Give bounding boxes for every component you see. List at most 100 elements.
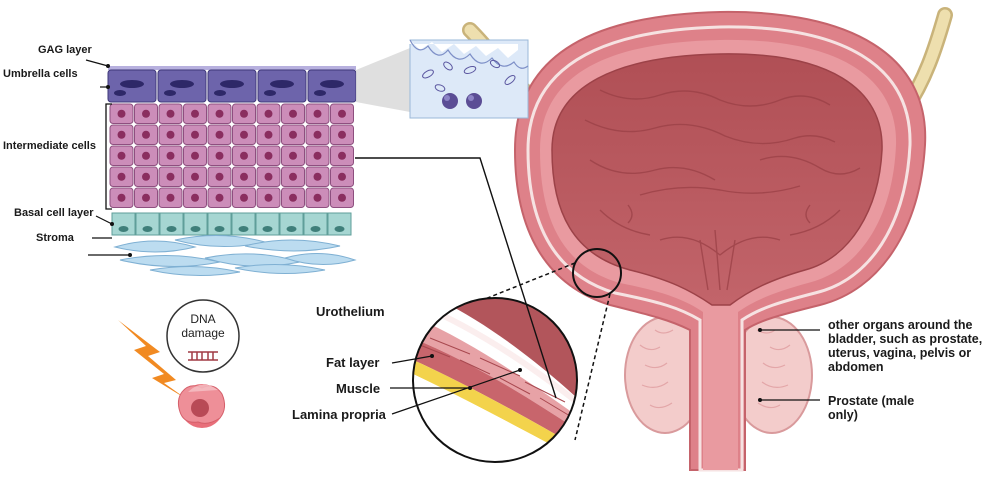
basal-cell-nucleus — [262, 226, 273, 232]
intermediate-cell-nucleus — [264, 172, 273, 181]
basal-cell-nucleus — [190, 226, 201, 232]
intermediate-cell-nucleus — [142, 172, 150, 181]
intermediate-cell-nucleus — [338, 193, 346, 202]
intermediate-cell-nucleus — [215, 109, 224, 118]
basal-cell-nucleus — [214, 226, 225, 232]
basal-cell-nucleus — [118, 226, 129, 232]
label-other-organs-line-4: abdomen — [828, 360, 884, 374]
intermediate-cell-nucleus — [338, 151, 346, 160]
intermediate-cell-nucleus — [215, 172, 224, 181]
intermediate-cell-nucleus — [338, 130, 346, 139]
callout-lines — [355, 157, 557, 399]
basal-cell-nucleus — [166, 226, 177, 232]
intermediate-cell-nucleus — [117, 151, 126, 160]
intermediate-cell-nucleus — [289, 193, 297, 202]
label-other-organs-line-1: other organs around the — [828, 318, 973, 332]
label-fat-layer: Fat layer — [326, 355, 380, 370]
intermediate-cell-nucleus — [142, 193, 150, 202]
intermediate-cell-nucleus — [289, 130, 297, 139]
basal-cell-nucleus — [142, 226, 153, 232]
label-dna-damage: DNA damage — [178, 312, 228, 340]
basal-cell-nucleus — [334, 226, 345, 232]
basal-cell-nucleus — [310, 226, 321, 232]
label-prostate: Prostate (male only) — [828, 394, 914, 422]
intermediate-cell-nucleus — [289, 172, 297, 181]
wall-layers-zoom — [412, 297, 578, 463]
label-stroma: Stroma — [36, 232, 74, 244]
intermediate-cell-nucleus — [215, 193, 224, 202]
intermediate-cell-nucleus — [166, 109, 175, 118]
intermediate-cell-nucleus — [142, 151, 150, 160]
intermediate-cell-nucleus — [191, 193, 199, 202]
basal-cell-nucleus — [286, 226, 297, 232]
intermediate-cell-nucleus — [166, 193, 175, 202]
intermediate-cell-nucleus — [191, 151, 199, 160]
intermediate-cell-nucleus — [264, 109, 273, 118]
label-leaders — [85, 59, 820, 415]
intermediate-cell-nucleus — [264, 151, 273, 160]
intermediate-cell-nucleus — [142, 130, 150, 139]
intermediate-cell-nucleus — [117, 193, 126, 202]
intermediate-cell-nucleus — [117, 109, 126, 118]
intermediate-cell-nucleus — [215, 151, 224, 160]
label-umbrella-cells: Umbrella cells — [3, 68, 78, 80]
stroma-fibers — [113, 235, 357, 277]
intermediate-cell-nucleus — [215, 130, 224, 139]
intermediate-cell-nucleus — [166, 151, 175, 160]
intermediate-cell-nucleus — [240, 151, 248, 160]
bladder — [513, 10, 927, 472]
intermediate-cell-nucleus — [240, 193, 248, 202]
intermediate-cell-nucleus — [338, 172, 346, 181]
basal-cell — [327, 212, 352, 236]
umbrella-cell-row — [107, 69, 357, 103]
intermediate-cell-nucleus — [313, 109, 322, 118]
intermediate-cell-nucleus — [289, 109, 297, 118]
prostate — [624, 316, 813, 434]
intermediate-cell-nucleus — [313, 172, 322, 181]
intermediate-cell-grid — [109, 103, 354, 208]
intermediate-cell-nucleus — [313, 151, 322, 160]
intermediate-cell-nucleus — [142, 109, 150, 118]
intermediate-cell-nucleus — [117, 130, 126, 139]
dna-damage-icon — [118, 299, 240, 428]
intermediate-cell-nucleus — [240, 172, 248, 181]
label-lamina-propria: Lamina propria — [292, 407, 386, 422]
intermediate-cell-nucleus — [240, 109, 248, 118]
label-muscle: Muscle — [336, 381, 381, 396]
intermediate-cell-nucleus — [117, 172, 126, 181]
intermediate-cell-nucleus — [264, 130, 273, 139]
intermediate-cell-nucleus — [191, 130, 199, 139]
intermediate-cell-nucleus — [166, 130, 175, 139]
label-other-organs-line-2: bladder, such as prostate, — [828, 332, 983, 346]
basal-cell — [231, 212, 256, 236]
label-other-organs-line-3: uterus, vagina, pelvis or — [828, 346, 972, 360]
intermediate-cell-nucleus — [313, 130, 322, 139]
basal-cell-nucleus — [238, 226, 249, 232]
label-intermediate-cells: Intermediate cells — [3, 140, 96, 152]
label-gag-layer: GAG layer — [38, 44, 92, 56]
intermediate-cell-nucleus — [313, 193, 322, 202]
label-urothelium: Urothelium — [316, 304, 385, 319]
basal-cell — [135, 212, 160, 236]
intermediate-cell-nucleus — [240, 130, 248, 139]
intermediate-cell-nucleus — [338, 109, 346, 118]
basal-cell — [303, 212, 328, 236]
gag-inset — [356, 39, 529, 119]
basal-cell — [279, 212, 304, 236]
label-basal-cell-layer: Basal cell layer — [14, 207, 94, 219]
intermediate-cell-nucleus — [191, 109, 199, 118]
intermediate-cell-nucleus — [166, 172, 175, 181]
basal-cell — [159, 212, 184, 236]
intermediate-cell-nucleus — [191, 172, 199, 181]
label-dna: DNA — [190, 312, 216, 326]
tissue-block — [105, 66, 357, 277]
label-prostate-line-1: Prostate (male — [828, 394, 915, 408]
label-other-organs: other organs around the bladder, such as… — [828, 318, 982, 374]
label-prostate-line-2: only) — [828, 408, 858, 422]
basal-cell-row — [111, 212, 352, 236]
basal-cell — [255, 212, 280, 236]
label-damage: damage — [181, 326, 225, 340]
basal-cell — [183, 212, 208, 236]
intermediate-cell-nucleus — [289, 151, 297, 160]
